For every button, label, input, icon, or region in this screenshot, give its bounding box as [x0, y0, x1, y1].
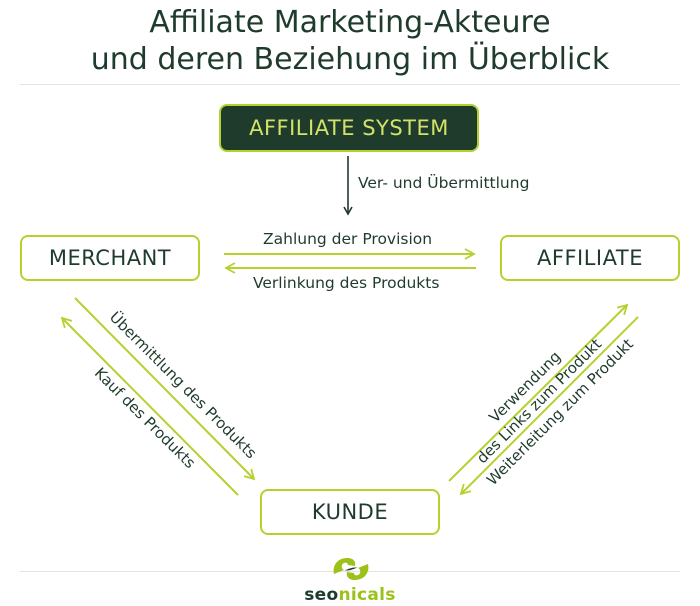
node-merchant: MERCHANT	[20, 235, 200, 281]
node-affiliate-system-label: AFFILIATE SYSTEM	[249, 116, 449, 140]
arrow-merchant-to-kunde	[74, 297, 256, 481]
logo-text-part1: seo	[304, 585, 339, 605]
title-line-2: und deren Beziehung im Überblick	[90, 42, 610, 77]
node-affiliate-label: AFFILIATE	[537, 246, 643, 270]
node-kunde-label: KUNDE	[311, 500, 389, 524]
label-merchant-to-affiliate: Zahlung der Provision	[263, 230, 433, 248]
seonicals-logo-text: seonicals	[0, 585, 700, 605]
seonicals-s-logo-icon	[333, 558, 369, 580]
top-divider	[20, 84, 680, 85]
node-merchant-label: MERCHANT	[48, 246, 172, 270]
title-line-1: Affiliate Marketing-Akteure	[149, 5, 551, 40]
label-affiliate-to-merchant: Verlinkung des Produkts	[253, 274, 440, 292]
bottom-divider	[20, 571, 680, 572]
logo-text-part2: nicals	[338, 585, 396, 605]
label-system-down: Ver- und Übermittlung	[358, 174, 530, 192]
node-affiliate-system: AFFILIATE SYSTEM	[219, 104, 479, 152]
node-affiliate: AFFILIATE	[500, 235, 680, 281]
arrow-kunde-to-affiliate	[448, 303, 629, 482]
node-kunde: KUNDE	[260, 489, 440, 535]
arrow-kunde-to-merchant	[60, 316, 239, 496]
page-title: Affiliate Marketing-Akteure und deren Be…	[0, 4, 700, 78]
arrow-affiliate-to-kunde	[459, 316, 639, 496]
